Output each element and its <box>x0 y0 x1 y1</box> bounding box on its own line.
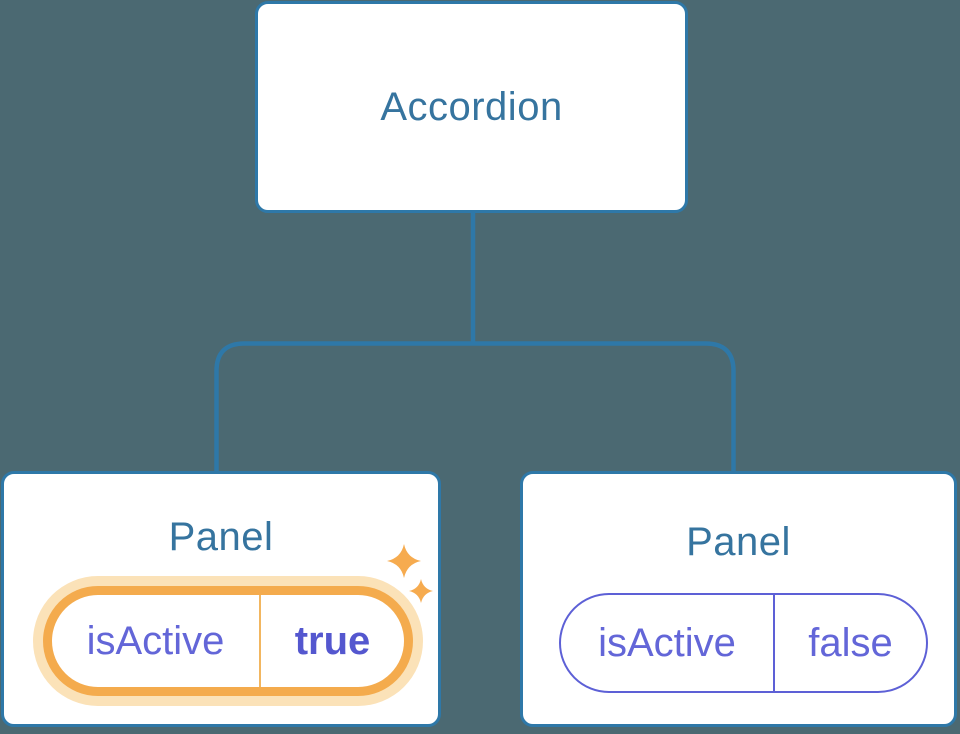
prop-pill-active: isActive true <box>33 576 423 706</box>
prop-name: isActive <box>598 620 736 665</box>
accordion-node: Accordion <box>255 1 688 213</box>
accordion-label: Accordion <box>380 84 563 129</box>
prop-pill-ring: isActive true <box>43 586 413 696</box>
prop-value: true <box>294 618 371 663</box>
panel-node-inactive: Panel isActive false <box>520 471 957 727</box>
pill-divider <box>259 595 261 687</box>
prop-value: false <box>808 620 893 665</box>
panel-node-active: Panel isActive true <box>1 471 441 727</box>
pill-divider <box>773 595 775 691</box>
panel-title: Panel <box>686 520 791 564</box>
prop-pill-inactive: isActive false <box>559 593 928 693</box>
panel-title: Panel <box>168 515 274 559</box>
prop-name: isActive <box>86 618 225 663</box>
prop-pill-inner: isActive true <box>52 595 404 687</box>
